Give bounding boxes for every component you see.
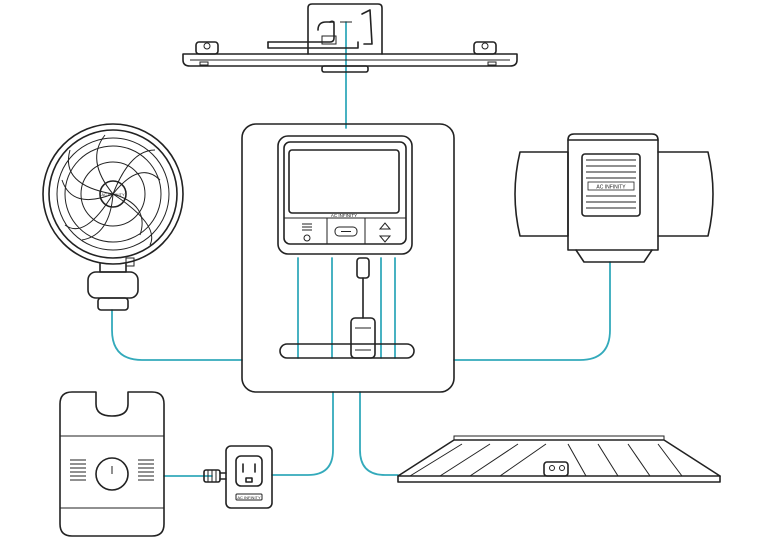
controller-screen	[288, 149, 400, 214]
controller-up-button[interactable]	[378, 222, 392, 230]
bar-grow-light	[397, 435, 721, 483]
inline-fan-brand-label: AC INFINITY	[596, 185, 626, 191]
controller: AC INFINITY	[241, 123, 455, 393]
controller-adapter	[350, 317, 376, 359]
wire-bar-light	[359, 391, 399, 476]
controller-menu-button[interactable]	[302, 223, 312, 242]
heater-vents	[70, 459, 154, 481]
inline-fan: AC INFINITY	[514, 133, 714, 263]
top-grow-light	[182, 3, 518, 73]
controller-mode-button[interactable]	[334, 226, 358, 237]
wire-inline-fan	[453, 261, 611, 361]
heater-unit	[59, 391, 165, 537]
smart-outlet: AC INFINITY	[225, 445, 273, 509]
inline-fan-vents	[586, 159, 636, 209]
fan-blades	[61, 134, 161, 246]
wires	[111, 21, 611, 477]
clip-fan: AC INFINITY	[42, 123, 184, 311]
controller-down-button[interactable]	[378, 235, 392, 243]
clip-fan-brand-label: AC INFINITY	[101, 192, 125, 197]
wire-outlet	[271, 391, 334, 476]
power-plug	[203, 469, 227, 483]
controller-brand-label: AC INFINITY	[331, 213, 357, 218]
wire-clip-fan	[111, 309, 243, 361]
outlet-brand-label: AC INFINITY	[237, 495, 261, 500]
